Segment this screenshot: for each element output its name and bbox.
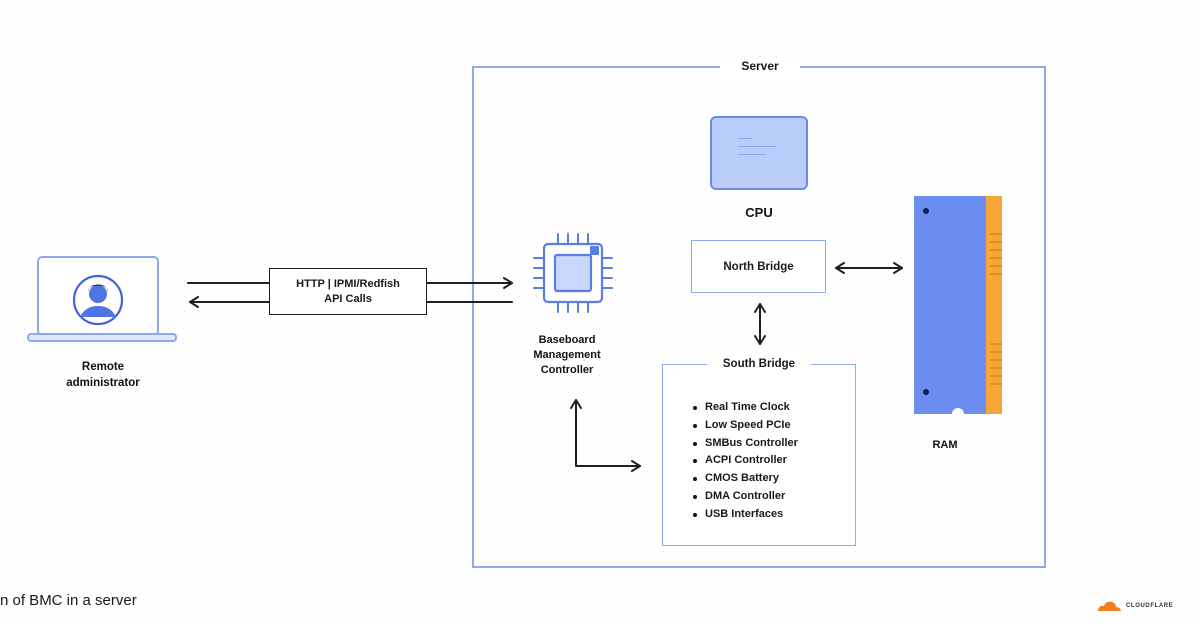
north-bridge-label: North Bridge: [723, 260, 794, 273]
cpu-icon: [710, 116, 808, 190]
api-calls-box: HTTP | IPMI/Redfish API Calls: [269, 268, 427, 315]
arrow-north-bridge-ram: [835, 262, 903, 274]
remote-admin-label: Remote administrator: [38, 359, 168, 391]
north-bridge-box: North Bridge: [691, 240, 826, 293]
south-bridge-list: Real Time Clock Low Speed PCIe SMBus Con…: [692, 399, 852, 524]
arrow-north-south-bridge: [754, 303, 766, 345]
bmc-label: Baseboard Management Controller: [512, 333, 622, 378]
list-item: Real Time Clock: [692, 399, 852, 417]
south-bridge-title: South Bridge: [707, 356, 811, 372]
list-item: CMOS Battery: [692, 470, 852, 488]
arrow-left-to-laptop: [189, 296, 513, 308]
figure-caption: n of BMC in a server: [0, 592, 137, 609]
remote-admin-label-line: administrator: [66, 377, 140, 389]
list-item: USB Interfaces: [692, 506, 852, 524]
south-bridge-box: [662, 364, 856, 546]
ram-icon: [914, 196, 1002, 414]
api-calls-line: API Calls: [324, 292, 372, 305]
cpu-label: CPU: [745, 205, 773, 220]
bmc-label-line: Management: [533, 349, 601, 361]
cloud-logo-icon: [1098, 601, 1121, 611]
list-item: Low Speed PCIe: [692, 417, 852, 435]
server-title: Server: [720, 57, 800, 75]
list-item: ACPI Controller: [692, 452, 852, 470]
list-item: SMBus Controller: [692, 435, 852, 453]
bmc-chip-icon: [533, 233, 613, 313]
list-item: DMA Controller: [692, 488, 852, 506]
arrow-bmc-south-bridge: [570, 399, 641, 472]
remote-admin-label-line: Remote: [81, 361, 125, 373]
brand-logo: CLOUDFLARE: [1096, 600, 1173, 612]
bmc-label-line: Baseboard: [538, 334, 596, 346]
brand-name: CLOUDFLARE: [1126, 603, 1174, 609]
ram-label: RAM: [932, 439, 958, 451]
bmc-label-line: Controller: [540, 364, 594, 376]
arrow-right-to-bmc: [187, 277, 513, 289]
laptop-icon: [27, 256, 177, 342]
api-calls-line: HTTP | IPMI/Redfish: [296, 277, 400, 290]
